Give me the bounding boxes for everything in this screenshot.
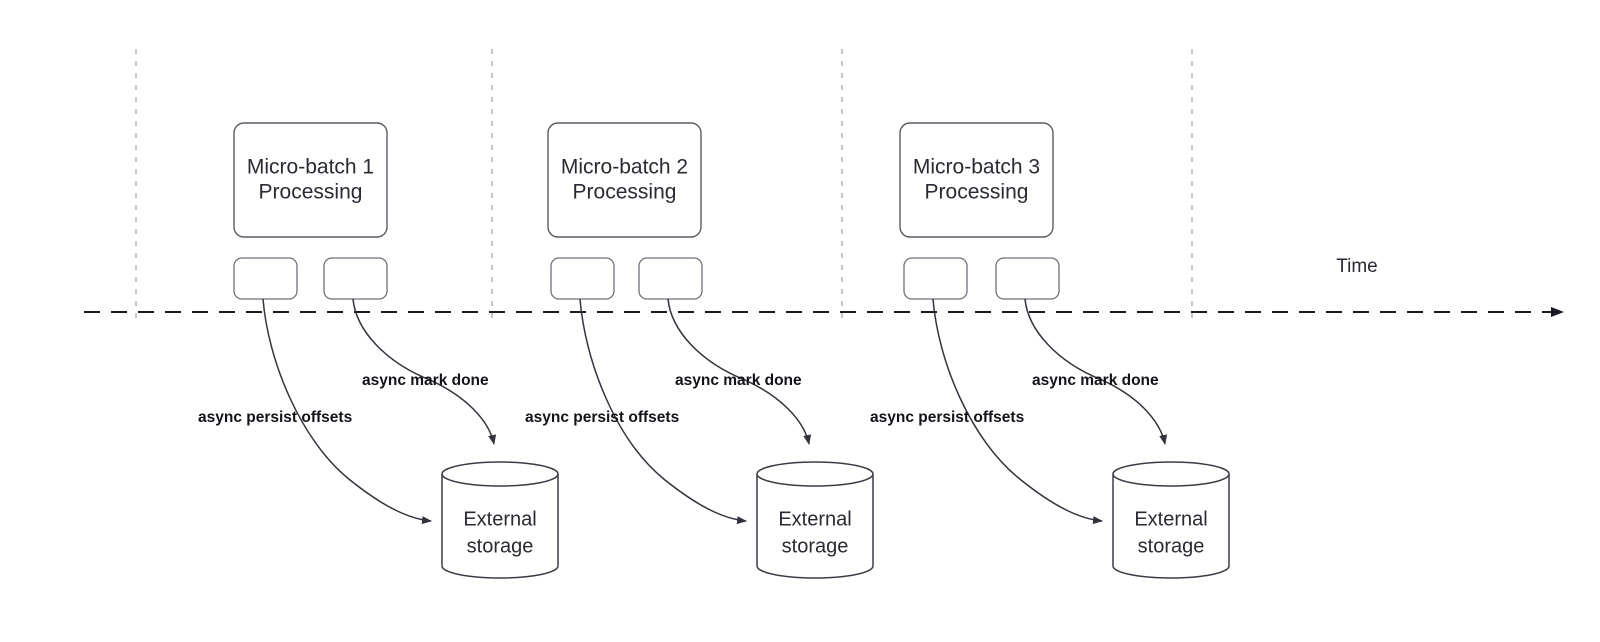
persist-offsets-curve-3 [932,298,1103,525]
micro-batch-group-2: Micro-batch 2 Processing async persist o… [525,122,874,579]
persist-offsets-curve-1 [262,298,432,525]
mark-done-label-1: async mark done [362,372,489,389]
process-box-1-line2: Processing [259,181,363,204]
process-box-3-rect[interactable] [899,122,1054,238]
external-storage-2-line1: External [778,508,851,530]
external-storage-3-top [1112,461,1230,487]
external-storage-1-line1: External [463,508,536,530]
external-storage-1-body[interactable] [441,474,559,579]
process-box-1-rect[interactable] [233,122,388,238]
time-axis-label: Time [1336,256,1378,277]
process-box-1-line1: Micro-batch 1 [247,156,374,179]
persist-offsets-tick-3[interactable] [903,257,968,300]
external-storage-2[interactable]: External storage [756,461,874,579]
mark-done-tick-2[interactable] [638,257,703,300]
process-box-3-line1: Micro-batch 3 [913,156,1040,179]
persist-offsets-tick-1[interactable] [233,257,298,300]
process-box-2[interactable]: Micro-batch 2 Processing [547,122,702,238]
mark-done-label-3: async mark done [1032,372,1159,389]
persist-offsets-label-3: async persist offsets [870,409,1024,426]
batch-boundary-lines [135,49,1193,322]
micro-batch-group-1: Micro-batch 1 Processing async persist o… [198,122,559,579]
process-box-3[interactable]: Micro-batch 3 Processing [899,122,1054,238]
external-storage-1[interactable]: External storage [441,461,559,579]
persist-offsets-label-1: async persist offsets [198,409,352,426]
external-storage-2-body[interactable] [756,474,874,579]
external-storage-1-top [441,461,559,487]
micro-batch-group-3: Micro-batch 3 Processing async persist o… [870,122,1230,579]
time-axis: Time [84,256,1564,317]
mark-done-label-2: async mark done [675,372,802,389]
external-storage-1-line2: storage [467,535,534,557]
external-storage-2-top [756,461,874,487]
process-box-2-rect[interactable] [547,122,702,238]
external-storage-3-body[interactable] [1112,474,1230,579]
external-storage-2-line2: storage [782,535,849,557]
mark-done-curve-3 [1024,298,1168,445]
persist-offsets-label-2: async persist offsets [525,409,679,426]
persist-offsets-tick-2[interactable] [550,257,615,300]
persist-offsets-curve-2 [579,298,747,525]
external-storage-3[interactable]: External storage [1112,461,1230,579]
mark-done-tick-3[interactable] [995,257,1060,300]
process-box-2-line1: Micro-batch 2 [561,156,688,179]
external-storage-3-line2: storage [1138,535,1205,557]
mark-done-curve-1 [352,298,497,445]
mark-done-tick-1[interactable] [323,257,388,300]
external-storage-3-line1: External [1134,508,1207,530]
process-box-2-line2: Processing [573,181,677,204]
mark-done-curve-2 [667,298,812,445]
process-box-1[interactable]: Micro-batch 1 Processing [233,122,388,238]
process-box-3-line2: Processing [925,181,1029,204]
